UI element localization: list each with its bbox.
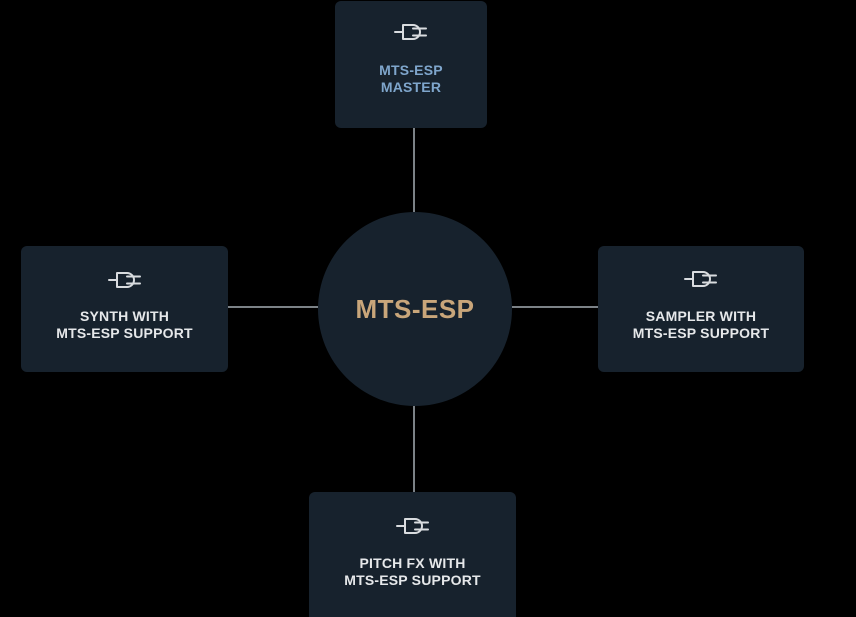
plug-icon — [394, 24, 427, 40]
connector-left — [228, 306, 318, 308]
connector-right — [512, 306, 598, 308]
node-synth-line1: SYNTH WITH — [79, 308, 170, 324]
connector-top — [413, 128, 415, 212]
node-synth-line2: MTS-ESP SUPPORT — [56, 325, 193, 341]
plug-icon — [684, 271, 717, 287]
node-sampler-label: SAMPLER WITH MTS-ESP SUPPORT — [633, 308, 770, 342]
plug-icon — [395, 518, 429, 534]
node-synth-label: SYNTH WITH MTS-ESP SUPPORT — [56, 308, 193, 342]
node-master-line1: MTS-ESP — [379, 62, 443, 78]
node-sampler-line1: SAMPLER WITH — [645, 308, 757, 324]
node-pitchfx-line2: MTS-ESP SUPPORT — [344, 572, 481, 588]
node-sampler-line2: MTS-ESP SUPPORT — [632, 325, 770, 341]
plug-icon — [107, 272, 141, 288]
node-master-label: MTS-ESP MASTER — [379, 62, 443, 96]
node-pitchfx-line1: PITCH FX WITH — [359, 555, 466, 571]
node-sampler: SAMPLER WITH MTS-ESP SUPPORT — [598, 246, 804, 372]
node-master: MTS-ESP MASTER — [335, 1, 487, 128]
connector-bottom — [413, 406, 415, 492]
node-pitchfx-label: PITCH FX WITH MTS-ESP SUPPORT — [344, 555, 481, 589]
hub-circle: MTS-ESP — [318, 212, 512, 406]
node-pitchfx: PITCH FX WITH MTS-ESP SUPPORT — [309, 492, 516, 617]
node-master-line2: MASTER — [380, 79, 442, 95]
hub-label: MTS-ESP — [355, 293, 475, 324]
node-synth: SYNTH WITH MTS-ESP SUPPORT — [21, 246, 228, 372]
